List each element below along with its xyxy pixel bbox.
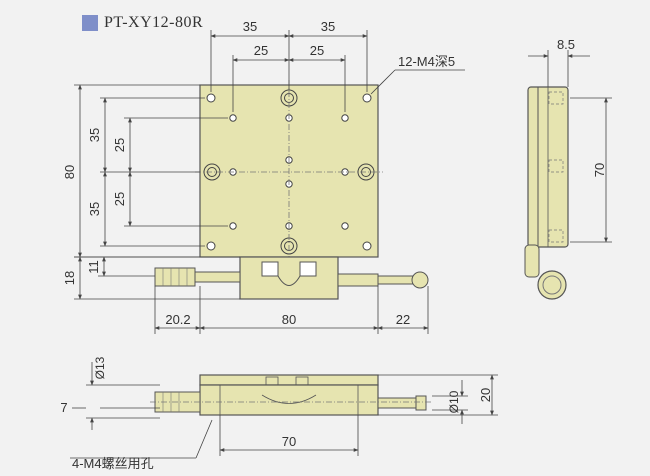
bottom-view: Ø13 7 Ø10 20 70 4-M4螺丝用孔: [60, 356, 498, 471]
dim-height-11: 11: [86, 260, 101, 274]
dim-side-70: 70: [592, 163, 607, 177]
dim-diameter-10: Ø10: [447, 390, 461, 413]
dim-top-25-right: 25: [310, 43, 324, 58]
title-block: PT-XY12-80R: [82, 14, 203, 32]
dim-left-35-bottom: 35: [87, 202, 102, 216]
dim-side-8-5: 8.5: [557, 37, 575, 52]
dim-left-25-bottom: 25: [112, 192, 127, 206]
dim-left-25-top: 25: [112, 138, 127, 152]
dim-width-20-2: 20.2: [165, 312, 190, 327]
dim-height-20: 20: [478, 388, 493, 402]
dim-top-35-left: 35: [243, 19, 257, 34]
dim-bottom-70: 70: [282, 434, 296, 449]
dim-left-80: 80: [62, 165, 77, 179]
dim-diameter-13: Ø13: [93, 356, 107, 379]
front-view: 18 11 20.2 80 22: [62, 256, 429, 334]
side-view: 8.5 70: [524, 37, 612, 300]
dim-width-22: 22: [396, 312, 410, 327]
dim-width-80: 80: [282, 312, 296, 327]
hole-note: 12-M4深5: [398, 54, 455, 69]
dim-top-25-left: 25: [254, 43, 268, 58]
model-title: PT-XY12-80R: [104, 14, 204, 31]
title-marker: [82, 15, 98, 31]
mount-hole-note: 4-M4螺丝用孔: [72, 456, 154, 471]
top-view: 35 35 25 25 12-M4深5 80 35 35 25 25: [62, 19, 465, 262]
dim-height-18: 18: [62, 271, 77, 285]
dim-7: 7: [60, 400, 67, 415]
dim-top-35-right: 35: [321, 19, 335, 34]
dim-left-35-top: 35: [87, 128, 102, 142]
